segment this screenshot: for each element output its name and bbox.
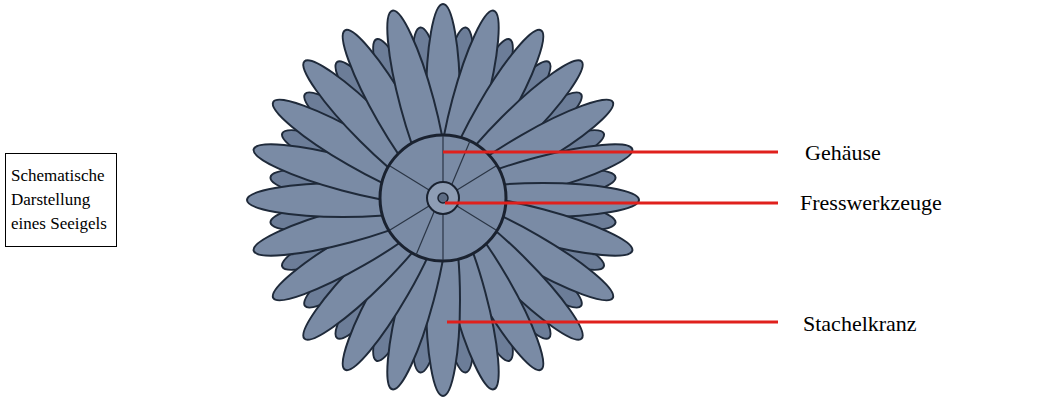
shell-body bbox=[380, 135, 506, 261]
leader-line bbox=[443, 151, 778, 154]
part-label: Stachelkranz bbox=[803, 311, 917, 337]
part-label: Fresswerkzeuge bbox=[800, 190, 942, 216]
spine-ring-front bbox=[247, 4, 639, 396]
leader-line bbox=[447, 321, 778, 324]
caption-box: Schematische Darstellung eines Seeigels bbox=[5, 153, 117, 247]
shell-plates bbox=[390, 136, 496, 260]
part-label: Gehäuse bbox=[805, 140, 881, 166]
caption-text: Schematische Darstellung eines Seeigels bbox=[11, 164, 111, 236]
mouth-parts bbox=[427, 182, 459, 214]
leader-line bbox=[445, 202, 778, 205]
